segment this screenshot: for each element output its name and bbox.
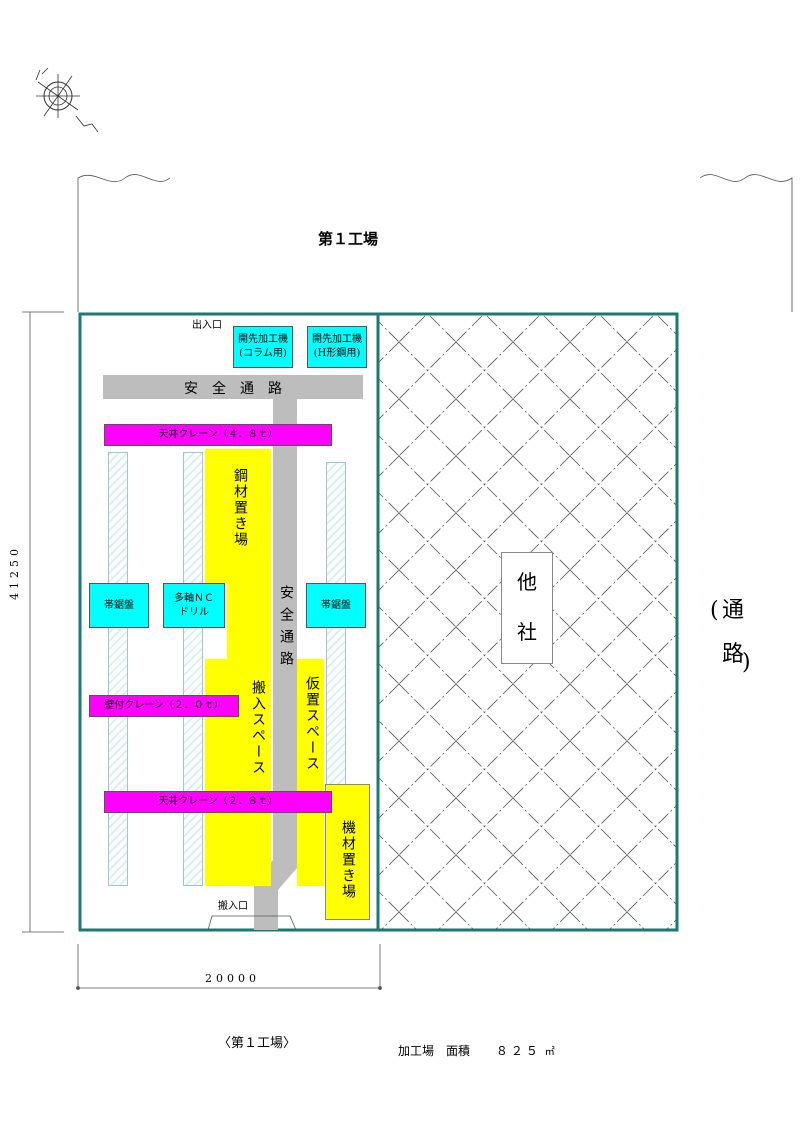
overhead-crane-4-8t: 天井クレーン（４．８ｔ） bbox=[104, 424, 332, 446]
wall-crane-2-0t: 壁付クレーン（２．０ｔ） bbox=[89, 695, 239, 717]
temporary-space-label: 仮置スペース bbox=[304, 676, 320, 772]
figure-caption: 〈第１工場〉 bbox=[218, 1036, 297, 1051]
overhead-crane-2-8t: 天井クレーン（２．８ｔ） bbox=[104, 791, 332, 813]
nc-drill: 多軸ＮＣ ドリル bbox=[163, 583, 225, 628]
factory-1-outline bbox=[77, 174, 793, 312]
dimension-lines bbox=[22, 311, 382, 990]
safety-path-horizontal-label: 安 全 通 路 bbox=[184, 381, 282, 397]
carry-in-space-label: 搬入スペース bbox=[250, 680, 266, 776]
road-label: ( 通 路 ) bbox=[710, 598, 751, 675]
safety-path-vertical-label: 安全通路 bbox=[278, 585, 294, 673]
band-saw-left: 帯鋸盤 bbox=[89, 583, 149, 628]
gate-top-label: 出入口 bbox=[192, 320, 222, 331]
dimension-height-label: 41250 bbox=[8, 545, 21, 600]
equipment-storage-label: 機材置き場 bbox=[340, 820, 356, 900]
steel-and-carry-in-area bbox=[205, 449, 271, 886]
other-company-label: 他 社 bbox=[501, 552, 553, 664]
bevel-machine-column: 開先加工機 (コラム用) bbox=[233, 326, 293, 368]
crane-rail-1 bbox=[108, 452, 128, 886]
factory-title: 第１工場 bbox=[318, 230, 379, 248]
north-arrow-icon bbox=[35, 67, 99, 133]
equipment-storage-area bbox=[325, 784, 370, 920]
band-saw-right: 帯鋸盤 bbox=[306, 583, 366, 628]
gate-bottom-label: 搬入口 bbox=[218, 901, 248, 912]
safety-path-horizontal bbox=[103, 375, 363, 399]
steel-storage-label: 鋼材置き場 bbox=[232, 468, 248, 548]
dimension-width-label: 20000 bbox=[205, 972, 260, 985]
area-summary: 加工場 面積 ８２５ ㎡ bbox=[398, 1044, 555, 1058]
temporary-area bbox=[297, 659, 324, 886]
bevel-machine-h-beam: 開先加工機 (H形鋼用) bbox=[307, 326, 367, 368]
crane-rail-2 bbox=[183, 452, 203, 886]
carry-in-gate-mark bbox=[207, 915, 297, 931]
